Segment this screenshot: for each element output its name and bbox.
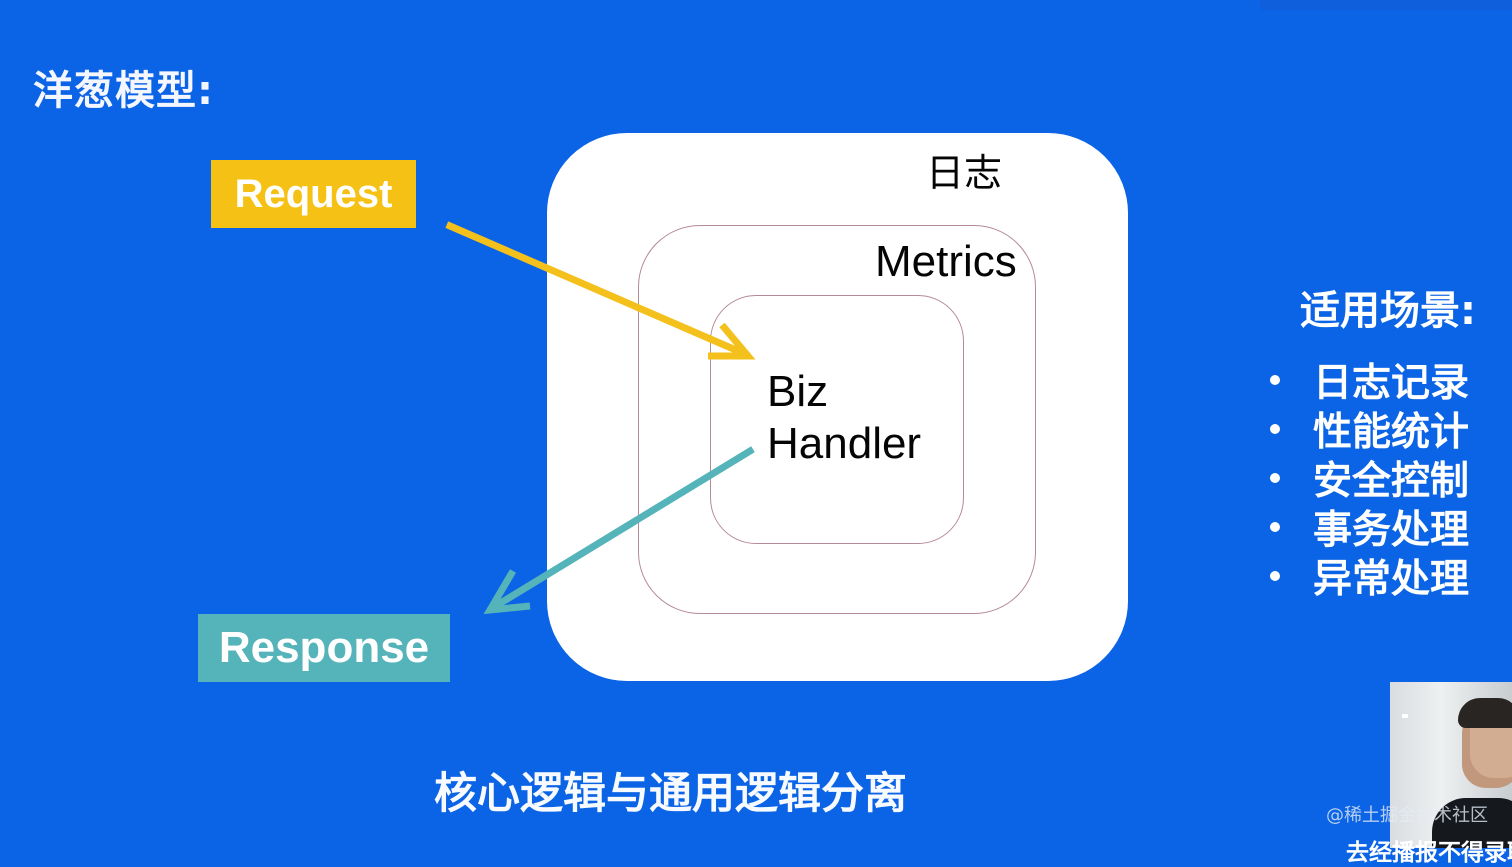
list-item: 事务处理 — [1270, 502, 1469, 553]
cut-subtitle: 去经播报不得录取 — [1346, 840, 1512, 866]
scenario-label: 事务处理 — [1313, 507, 1470, 553]
response-label: Response — [198, 614, 450, 682]
list-item: 异常处理 — [1270, 551, 1469, 602]
applicable-scenarios-title: 适用场景: — [1300, 288, 1476, 334]
core-logic-caption: 核心逻辑与通用逻辑分离 — [434, 769, 907, 819]
wall-light — [1402, 714, 1408, 718]
applicable-scenarios-list: 日志记录 性能统计 安全控制 事务处理 异常处理 — [1270, 355, 1469, 602]
bullet-icon — [1270, 570, 1280, 581]
scenario-label: 日志记录 — [1313, 360, 1470, 406]
presenter-video-thumbnail — [1390, 682, 1512, 848]
request-label: Request — [211, 160, 416, 228]
biz-handler-label: Biz Handler — [767, 367, 922, 468]
slide-title: 洋葱模型: — [33, 68, 214, 114]
presenter-hair — [1458, 698, 1512, 728]
list-item: 日志记录 — [1270, 355, 1469, 406]
bullet-icon — [1270, 374, 1280, 385]
scenario-label: 安全控制 — [1313, 458, 1470, 504]
bullet-icon — [1270, 472, 1280, 483]
scenario-label: 性能统计 — [1313, 409, 1470, 455]
top-right-overlay-edge — [1260, 0, 1512, 10]
bullet-icon — [1270, 521, 1280, 532]
list-item: 安全控制 — [1270, 453, 1469, 504]
list-item: 性能统计 — [1270, 404, 1469, 455]
site-watermark: @稀土掘金技术社区 — [1326, 805, 1488, 826]
scenario-label: 异常处理 — [1313, 556, 1470, 602]
presenter-shirt — [1432, 798, 1512, 848]
bullet-icon — [1270, 423, 1280, 434]
metrics-layer-label: Metrics — [875, 237, 1017, 286]
log-layer-label: 日志 — [926, 151, 1003, 195]
